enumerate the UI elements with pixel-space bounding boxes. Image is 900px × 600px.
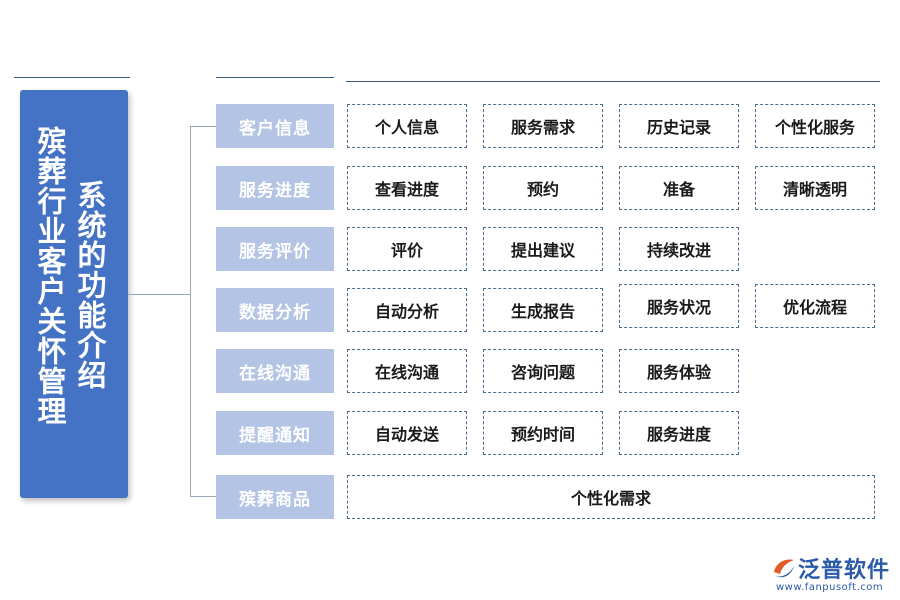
connector-branch <box>190 496 216 497</box>
brand-url: www.fanpusoft.com <box>776 582 884 593</box>
item-personalized-needs: 个性化需求 <box>347 475 875 519</box>
category-data-analysis: 数据分析 <box>216 288 334 332</box>
connector-branch <box>190 126 216 127</box>
item-view-progress: 查看进度 <box>347 166 467 210</box>
title-line-1: 殡葬行业客户关怀管理 <box>33 126 67 426</box>
category-online-communication: 在线沟通 <box>216 349 334 393</box>
item-evaluate: 评价 <box>347 227 467 271</box>
category-service-evaluation: 服务评价 <box>216 227 334 271</box>
item-auto-send: 自动发送 <box>347 411 467 455</box>
connector-trunk <box>128 294 190 295</box>
category-funeral-products: 殡葬商品 <box>216 475 334 519</box>
item-appointment: 预约 <box>483 166 603 210</box>
item-personalized-service: 个性化服务 <box>755 104 875 148</box>
fanpu-logo-icon <box>774 559 794 578</box>
title-box: 殡葬行业客户关怀管理 系统的功能介绍 <box>20 90 128 498</box>
item-generate-report: 生成报告 <box>483 288 603 332</box>
item-optimize-process: 优化流程 <box>755 284 875 328</box>
brand-name: 泛普软件 <box>798 558 891 583</box>
item-appointment-time: 预约时间 <box>483 411 603 455</box>
item-suggestions: 提出建议 <box>483 227 603 271</box>
item-online-chat: 在线沟通 <box>347 349 467 393</box>
top-divider-left <box>14 77 130 78</box>
item-history: 历史记录 <box>619 104 739 148</box>
item-service-needs: 服务需求 <box>483 104 603 148</box>
item-consult-questions: 咨询问题 <box>483 349 603 393</box>
item-auto-analysis: 自动分析 <box>347 288 467 332</box>
item-service-status: 服务状况 <box>619 284 739 328</box>
title-line-2: 系统的功能介绍 <box>73 180 107 390</box>
category-customer-info: 客户信息 <box>216 104 334 148</box>
category-reminder-notification: 提醒通知 <box>216 411 334 455</box>
category-service-progress: 服务进度 <box>216 166 334 210</box>
item-transparent: 清晰透明 <box>755 166 875 210</box>
item-prepare: 准备 <box>619 166 739 210</box>
connector-spine <box>190 126 191 497</box>
item-personal-info: 个人信息 <box>347 104 467 148</box>
item-service-experience: 服务体验 <box>619 349 739 393</box>
item-service-progress: 服务进度 <box>619 411 739 455</box>
top-divider-right <box>346 81 880 82</box>
brand-logo: 泛普软件 www.fanpusoft.com <box>770 552 894 596</box>
item-continuous-improvement: 持续改进 <box>619 227 739 271</box>
top-divider-middle <box>216 77 334 78</box>
